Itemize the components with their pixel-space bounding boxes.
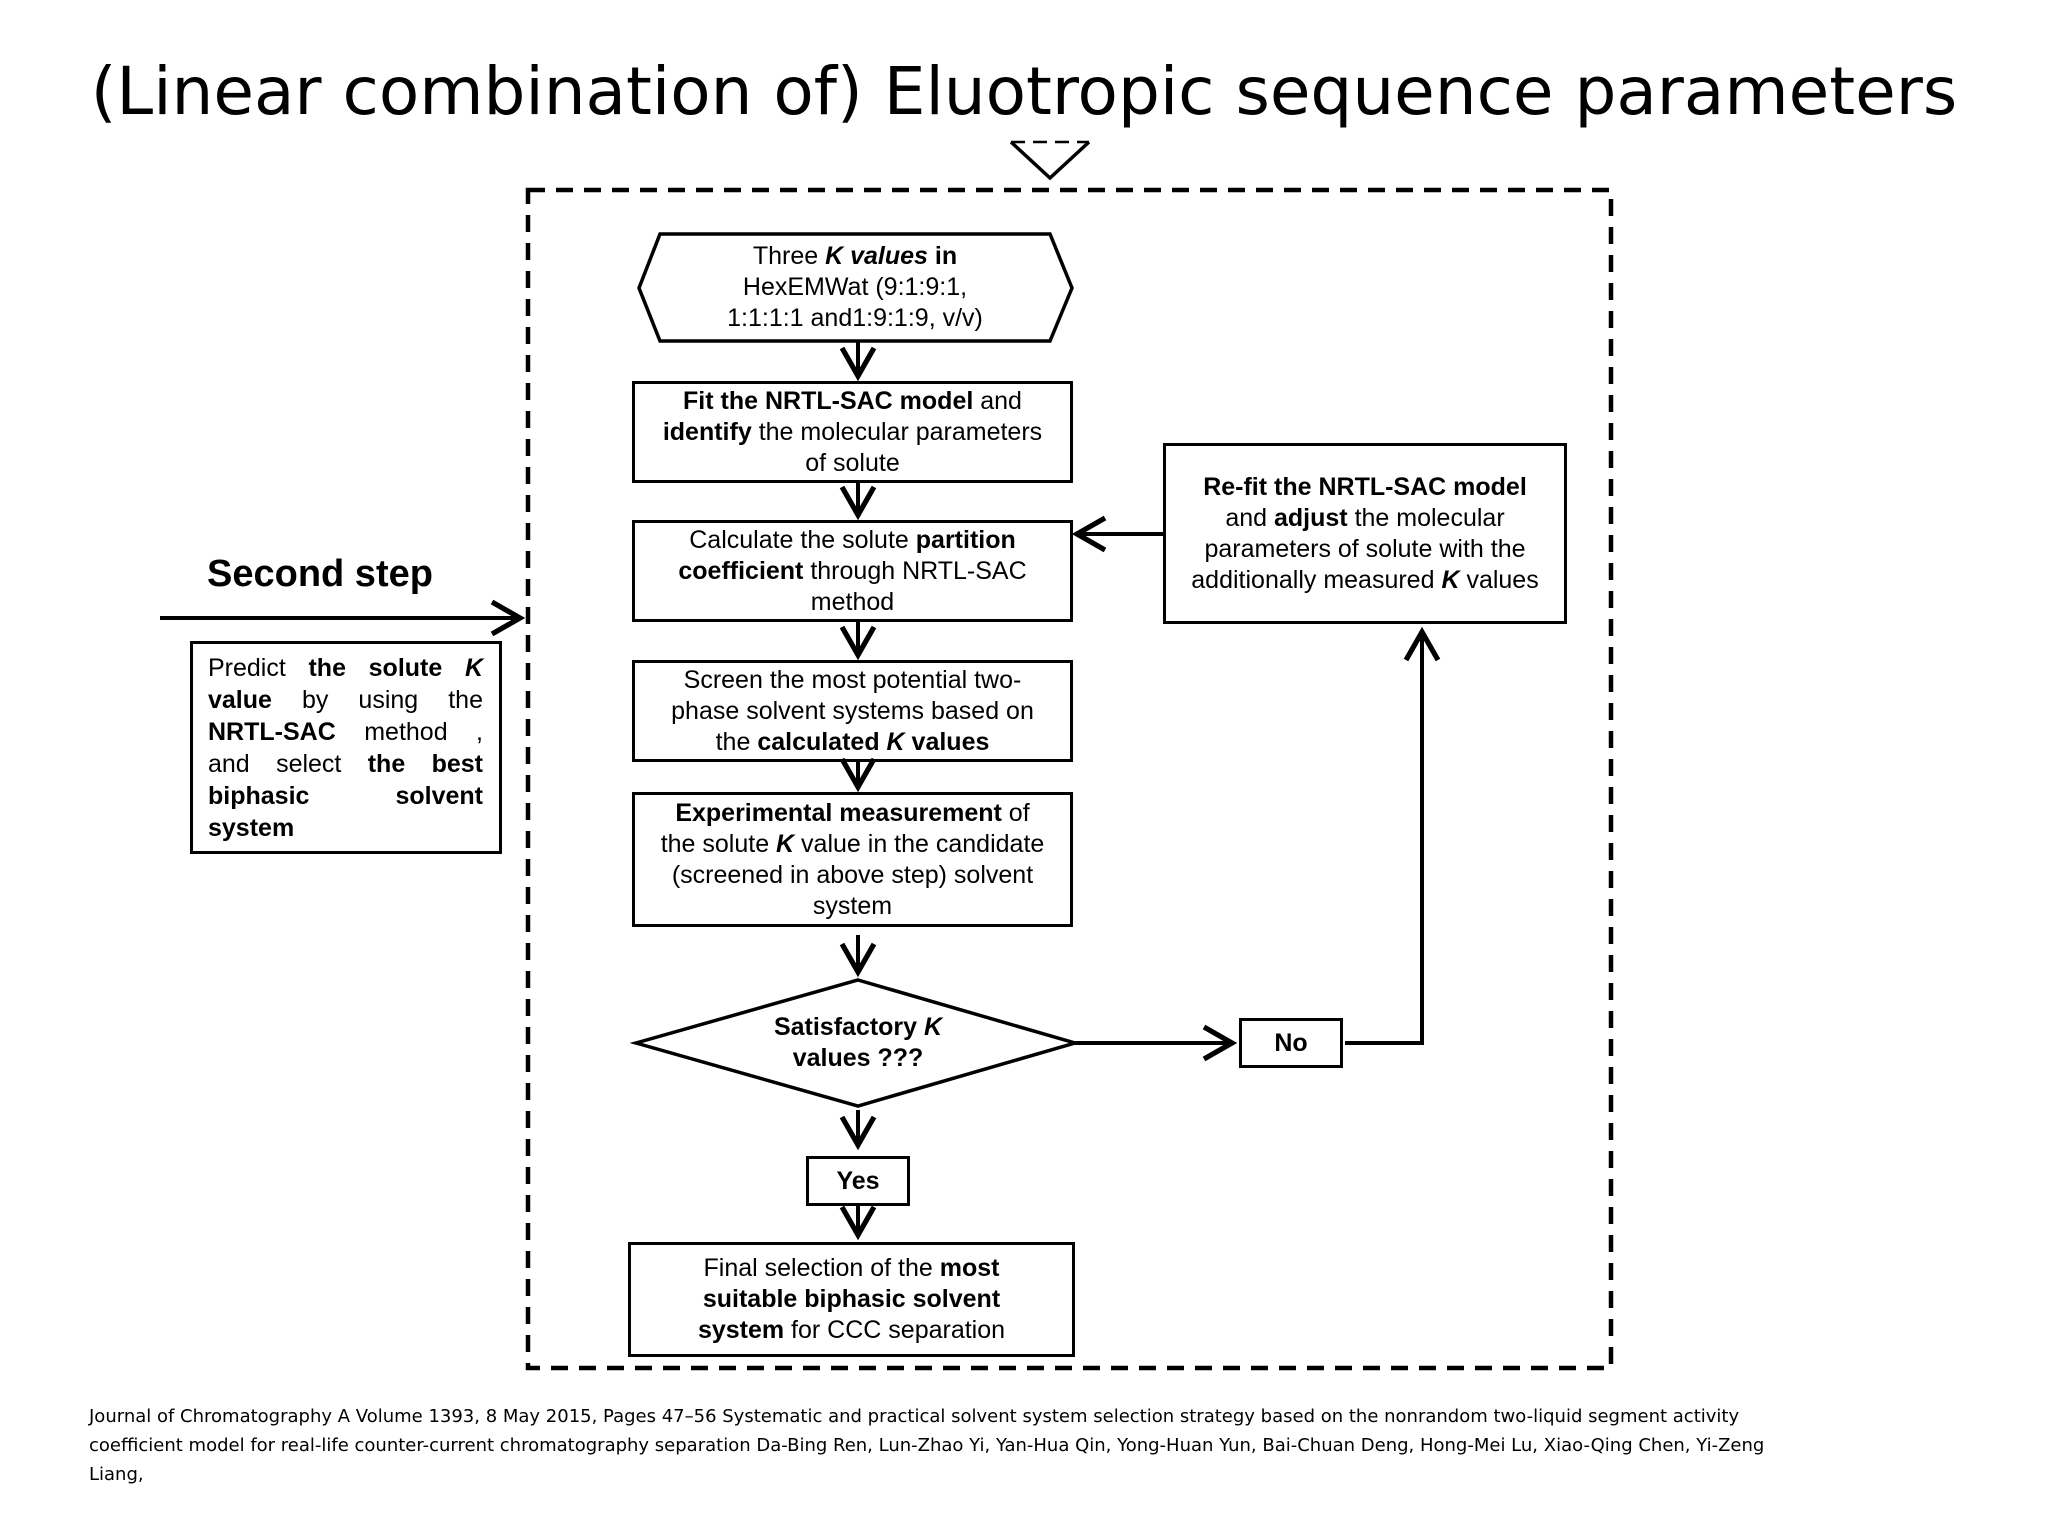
yes-node: Yes xyxy=(806,1156,910,1206)
slide-title: (Linear combination of) Eluotropic seque… xyxy=(90,53,1958,130)
no-node: No xyxy=(1239,1018,1343,1068)
arrow-no-to-refit xyxy=(1345,626,1441,1045)
calculate-coefficient-node: Calculate the solute partition coefficie… xyxy=(632,520,1073,622)
citation-footer: Journal of Chromatography A Volume 1393,… xyxy=(89,1406,1765,1485)
experimental-measurement-node: Experimental measurement of the solute K… xyxy=(632,792,1073,927)
dashed-frame xyxy=(525,187,1614,1371)
predict-note-box: Predict the solute K value by using the … xyxy=(190,641,502,854)
fit-model-node: Fit the NRTL-SAC model and identify the … xyxy=(632,381,1073,483)
refit-model-node: Re-fit the NRTL-SAC model and adjust the… xyxy=(1163,443,1567,624)
second-step-label: Second step xyxy=(207,553,433,595)
decision-node: Satisfactory K values ??? xyxy=(773,1013,943,1072)
screen-systems-node: Screen the most potential two- phase sol… xyxy=(632,660,1073,762)
final-selection-node: Final selection of the most suitable bip… xyxy=(628,1242,1075,1357)
start-node: Three K values in HexEMWat (9:1:9:1, 1:1… xyxy=(727,242,983,332)
decision-diamond-shape xyxy=(629,978,1082,1108)
chevron-down-icon xyxy=(1009,140,1091,181)
start-hexagon-shape xyxy=(637,232,1074,343)
